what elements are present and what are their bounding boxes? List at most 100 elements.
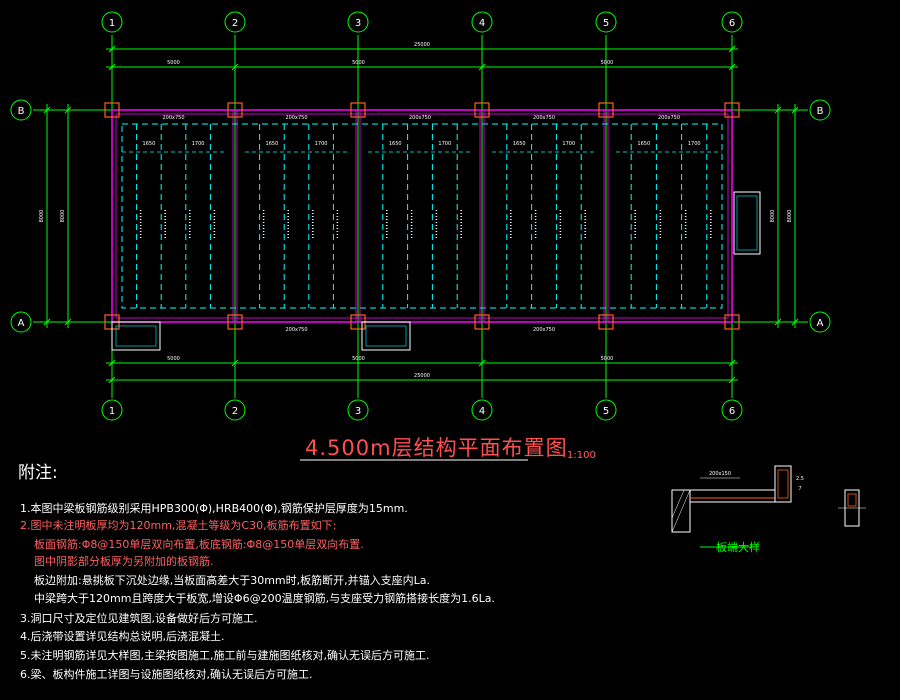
grid-bubble-label: B (817, 106, 824, 117)
beam-label: 200x750 (533, 115, 555, 121)
detail-upstand (774, 465, 792, 503)
dimension-label: 8000 (787, 210, 793, 223)
plan-title: 4.500m层结构平面布置图 (305, 436, 568, 460)
grid-bubble-label: 1 (109, 406, 115, 417)
dimension-label: 5000 (167, 356, 180, 362)
beam-label: 200x750 (409, 115, 431, 121)
dimension-tick (108, 63, 116, 71)
grid-bubble-column (595, 399, 617, 421)
note-item: 图中阴影部分板厚为另附加的板钢筋. (34, 555, 214, 568)
grid-bubble-label: 6 (729, 18, 735, 29)
note-item: 中梁跨大于120mm且跨度大于板宽,增设Φ6@200温度钢筋,与支座受力钢筋搭接… (34, 592, 495, 605)
detail-title: 板端大样 (716, 541, 760, 554)
grid-bubble-column (721, 399, 743, 421)
detail-label: 7 (798, 486, 801, 492)
grid-bubble-column (101, 399, 123, 421)
column (104, 102, 120, 118)
grid-bubble-label: A (817, 318, 824, 329)
grid-bubble-label: 1 (109, 18, 115, 29)
opening-bottom-mid (361, 321, 411, 351)
dimension-tick (64, 318, 72, 326)
column (350, 102, 366, 118)
grid-bubble-column (347, 11, 369, 33)
column (227, 102, 243, 118)
beam-label: 200x750 (658, 115, 680, 121)
dimension-tick (774, 318, 782, 326)
beam-outline (111, 109, 733, 323)
beam-label: 200x750 (162, 115, 184, 121)
grid-bubble-column (471, 399, 493, 421)
dimension-tick (791, 106, 799, 114)
dimension-tick (478, 63, 486, 71)
grid-bubble-column (471, 11, 493, 33)
column (474, 102, 490, 118)
dimension-tick (728, 63, 736, 71)
dimension-tick (64, 106, 72, 114)
beam-label: 200x750 (533, 327, 555, 333)
detail-upstand-rebar (777, 469, 789, 499)
dimension-label: 8000 (39, 210, 45, 223)
note-item: 5.未注明钢筋详见大样图,主梁按图施工,施工前与建施图纸核对,确认无误后方可施工… (20, 649, 430, 662)
dimension-label: 5000 (352, 356, 365, 362)
slab-label: 1700 (315, 141, 328, 147)
detail-wall (671, 489, 691, 533)
dimension-label: 5000 (601, 60, 614, 66)
opening-right (733, 191, 761, 255)
grid-lines (33, 35, 808, 398)
beam-label: 200x750 (285, 327, 307, 333)
dimension-label: 8000 (60, 210, 66, 223)
dimension-label: 5000 (167, 60, 180, 66)
column (474, 314, 490, 330)
dimension-tick (108, 359, 116, 367)
grid-bubble-label: 2 (232, 406, 238, 417)
opening-bottom-left-inner (115, 325, 157, 347)
section-detail: 200x150 2.5 7 (671, 465, 866, 548)
grid-bubble-label: 3 (355, 18, 361, 29)
dimension-tick (728, 376, 736, 384)
detail-label: 200x150 (709, 471, 731, 477)
dimension-label: 8000 (770, 210, 776, 223)
dimension-tick (43, 106, 51, 114)
detail-hatch (671, 489, 685, 519)
beam-outline-inner (115, 113, 729, 319)
detail-label: 2.5 (796, 476, 804, 482)
column (724, 102, 740, 118)
plan-scale: 1:100 (567, 450, 596, 461)
grid-bubble-label: 2 (232, 18, 238, 29)
grid-bubble-label: 5 (603, 406, 609, 417)
note-item: 板面钢筋:Φ8@150单层双向布置,板底钢筋:Φ8@150单层双向布置. (34, 538, 364, 551)
detail-small-rebar (847, 493, 857, 507)
dimension-tick (108, 45, 116, 53)
grid-bubble-label: 4 (479, 18, 485, 29)
slab-label: 1650 (513, 141, 526, 147)
grid-bubble-label: B (18, 106, 25, 117)
title-underline (300, 459, 528, 461)
notes-heading: 附注: (18, 463, 58, 483)
note-item: 6.梁、板构件施工详图与设施图纸核对,确认无误后方可施工. (20, 668, 313, 681)
dimension-tick (231, 359, 239, 367)
note-item: 板边附加:悬挑板下沉处边缘,当板面高差大于30mm时,板筋断开,并锚入支座内La… (34, 574, 430, 587)
dimension-label: 5000 (601, 356, 614, 362)
slab-label: 1700 (192, 141, 205, 147)
note-item: 3.洞口尺寸及定位见建筑图,设备做好后方可施工. (20, 612, 258, 625)
dimension-tick (43, 318, 51, 326)
column (598, 102, 614, 118)
dimension-tick (774, 106, 782, 114)
column (598, 314, 614, 330)
column (227, 314, 243, 330)
grid-bubble-row (809, 99, 831, 121)
grid-bubble-row (10, 311, 32, 333)
slab-edge (121, 123, 723, 309)
grid-bubble-column (595, 11, 617, 33)
dimension-label: 25000 (414, 373, 430, 379)
slab-label: 1650 (266, 141, 279, 147)
grid-bubble-label: A (18, 318, 25, 329)
dimension-label: 25000 (414, 42, 430, 48)
dimension-tick (478, 359, 486, 367)
slab-label: 1700 (688, 141, 701, 147)
grid-bubble-label: 5 (603, 18, 609, 29)
grid-bubble-column (721, 11, 743, 33)
